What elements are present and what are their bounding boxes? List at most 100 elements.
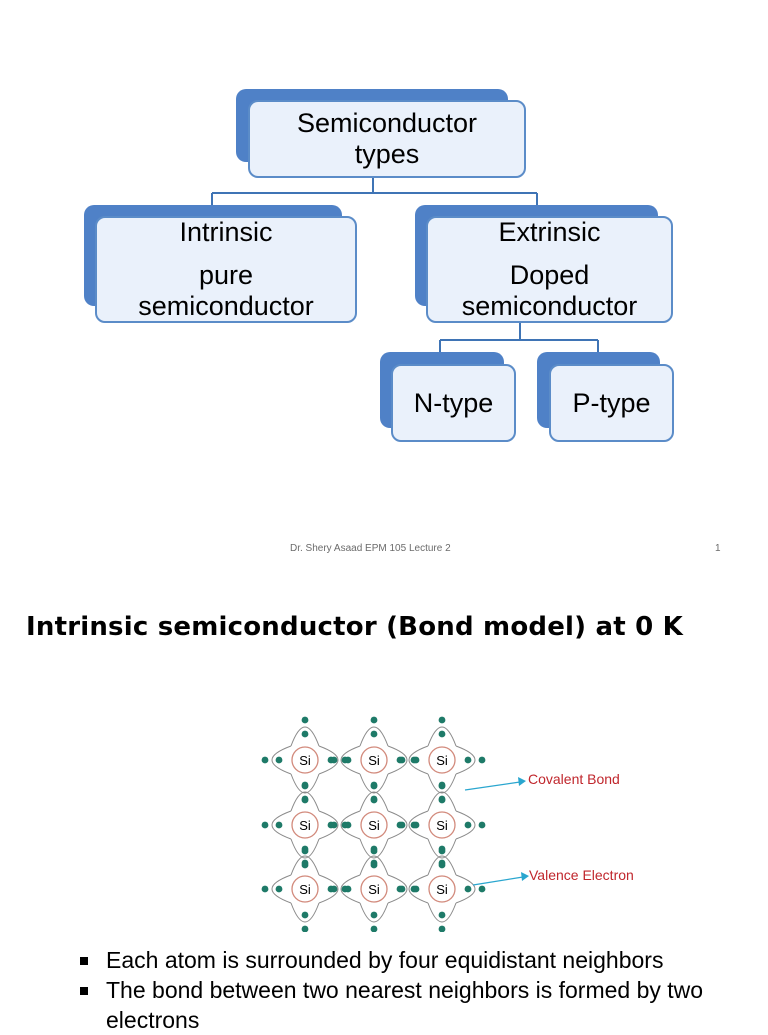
orbit-arc — [318, 874, 339, 904]
orbit-arc — [387, 745, 408, 775]
silicon-atom-label: Si — [368, 753, 380, 768]
orbit-arc — [290, 838, 320, 859]
root-node: Semiconductor types — [236, 89, 526, 179]
silicon-atom-circle — [360, 875, 388, 903]
orbit-arc — [359, 902, 389, 923]
valence-electron-dot — [478, 885, 486, 893]
valence-electron-dot — [330, 756, 338, 764]
silicon-atom-label: Si — [436, 753, 448, 768]
valence-electron-dot — [464, 756, 472, 764]
valence-electron-arrowhead — [521, 872, 529, 881]
root-node-line1: Semiconductor — [296, 108, 478, 138]
valence-electron-dot — [301, 911, 309, 919]
valence-electron-dot — [330, 885, 338, 893]
bullet-text: The bond between two nearest neighbors i… — [106, 977, 704, 1033]
orbit-arc — [290, 773, 320, 794]
orbit-arc — [455, 810, 476, 840]
bullet-item: Each atom is surrounded by four equidist… — [78, 945, 768, 975]
tree-connectors — [211, 178, 599, 354]
valence-electron-dot — [261, 821, 269, 829]
valence-electron-dot — [438, 730, 446, 738]
silicon-atom-label: Si — [299, 818, 311, 833]
orbit-arc — [359, 838, 389, 859]
valence-electron-dot — [464, 821, 472, 829]
root-node-line2: types — [354, 139, 420, 169]
valence-electron-label: Valence Electron — [529, 867, 634, 883]
orbit-arc — [359, 773, 389, 794]
orbit-arc — [318, 810, 339, 840]
slide-title: Intrinsic semiconductor (Bond model) at … — [26, 612, 684, 642]
valence-electron-dot — [412, 821, 420, 829]
silicon-atom-label: Si — [436, 818, 448, 833]
valence-electron-dot — [464, 885, 472, 893]
silicon-atom: Si — [360, 875, 388, 903]
orbit-arc — [290, 726, 320, 747]
intrinsic-node-line3: semiconductor — [138, 291, 314, 321]
silicon-atom: Si — [291, 811, 319, 839]
orbit-arc — [340, 745, 361, 775]
extrinsic-node-line3: semiconductor — [461, 291, 638, 321]
orbit-arc — [359, 726, 389, 747]
valence-electron-dot — [275, 756, 283, 764]
valence-electron-dot — [301, 730, 309, 738]
valence-electron-dot — [370, 716, 378, 724]
silicon-atom: Si — [291, 875, 319, 903]
silicon-atom-circle — [291, 875, 319, 903]
silicon-atom-label: Si — [299, 753, 311, 768]
orbit-arc — [290, 791, 320, 812]
valence-electron-dot — [438, 781, 446, 789]
valence-electron-dot — [438, 911, 446, 919]
silicon-atom-label: Si — [368, 818, 380, 833]
orbit-arc — [427, 902, 457, 923]
orbit-arc — [455, 745, 476, 775]
valence-electron-dot — [438, 859, 446, 867]
silicon-atom: Si — [360, 811, 388, 839]
intrinsic-node-line1: Intrinsic — [179, 217, 273, 247]
n-type-label: N-type — [413, 387, 494, 418]
valence-electron-dot — [438, 716, 446, 724]
silicon-atom-circle — [428, 746, 456, 774]
orbit-arc — [271, 745, 292, 775]
intrinsic-node: Intrinsic pure semiconductor — [84, 205, 357, 323]
orbit-arc — [290, 902, 320, 923]
p-type-node: P-type — [537, 352, 674, 442]
valence-electron-dot — [412, 756, 420, 764]
valence-electron-dot — [412, 885, 420, 893]
valence-electron-dot — [370, 911, 378, 919]
orbit-arc — [340, 810, 361, 840]
valence-electron-dot — [344, 885, 352, 893]
silicon-atom-circle — [428, 875, 456, 903]
valence-electron-dot — [301, 859, 309, 867]
valence-electron-dot — [370, 845, 378, 853]
orbit-arc — [408, 745, 429, 775]
slide-2: Intrinsic semiconductor (Bond model) at … — [0, 580, 768, 1033]
valence-electron-dot — [344, 756, 352, 764]
bullet-text: Each atom is surrounded by four equidist… — [106, 947, 664, 973]
valence-electron-dot — [438, 845, 446, 853]
orbit-arc — [340, 874, 361, 904]
valence-electron-dot — [370, 795, 378, 803]
valence-electron-dot — [478, 756, 486, 764]
silicon-atom: Si — [428, 875, 456, 903]
valence-electron-dot — [301, 781, 309, 789]
orbit-arc — [427, 838, 457, 859]
bullet-item: The bond between two nearest neighbors i… — [78, 975, 768, 1035]
slide-footer: Dr. Shery Asaad EPM 105 Lecture 2 — [290, 543, 451, 554]
slide-1: Semiconductor types Intrinsic pure semic… — [84, 89, 721, 554]
orbit-arc — [271, 874, 292, 904]
covalent-bond-arrowhead — [518, 777, 526, 786]
intrinsic-node-line2: pure — [198, 260, 254, 290]
valence-electron-dot — [301, 716, 309, 724]
orbit-arc — [408, 874, 429, 904]
covalent-bond-arrow — [464, 781, 521, 791]
orbit-arc — [318, 745, 339, 775]
orbit-arc — [359, 791, 389, 812]
valence-electron-dot — [275, 821, 283, 829]
orbit-arc — [290, 855, 320, 876]
orbit-arc — [387, 874, 408, 904]
valence-electron-arrow — [472, 876, 524, 886]
bullet-square-icon — [80, 987, 88, 995]
valence-electron-dot — [261, 885, 269, 893]
silicon-atom-circle — [360, 746, 388, 774]
